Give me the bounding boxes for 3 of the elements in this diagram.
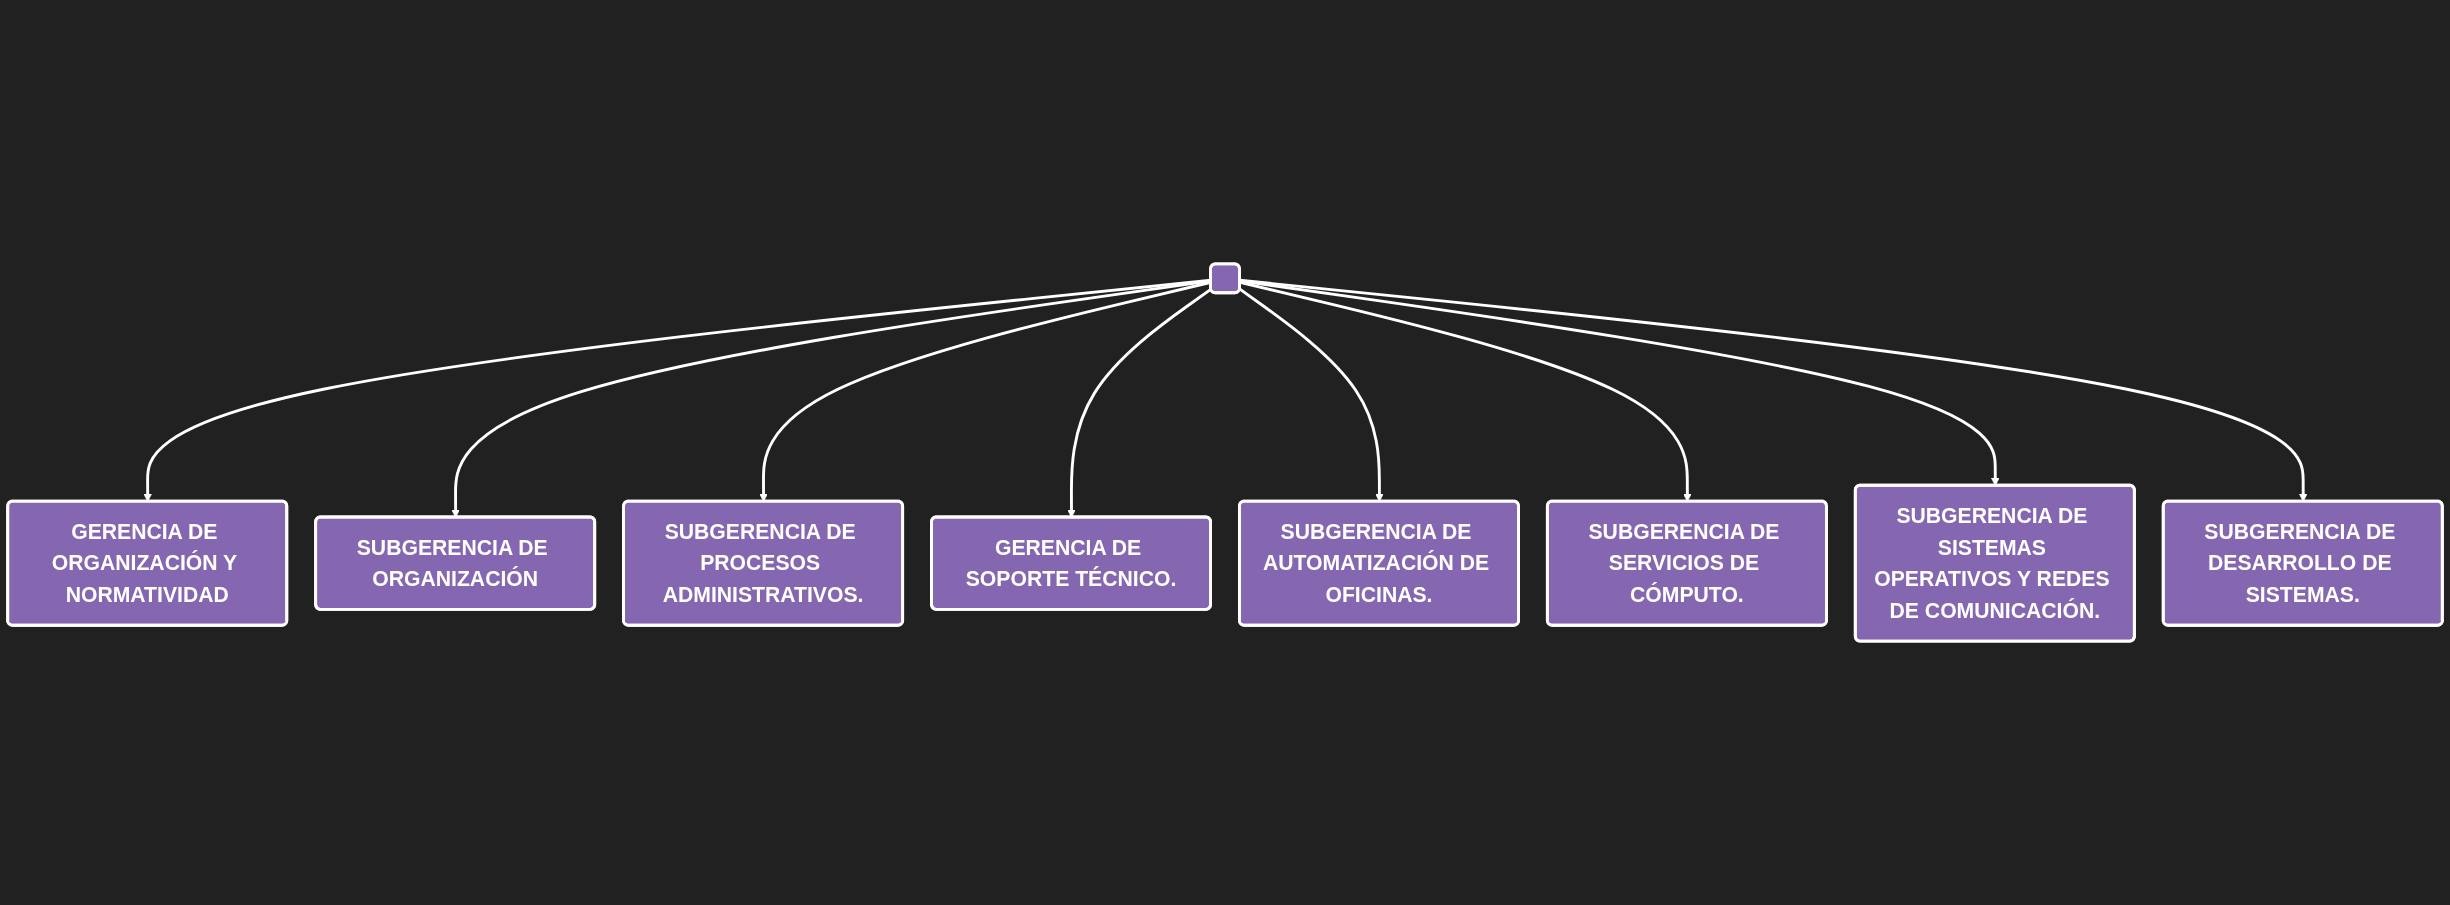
arrow: [1239, 287, 1384, 502]
arrow: [1239, 280, 1692, 502]
arrow: [1239, 278, 2308, 502]
